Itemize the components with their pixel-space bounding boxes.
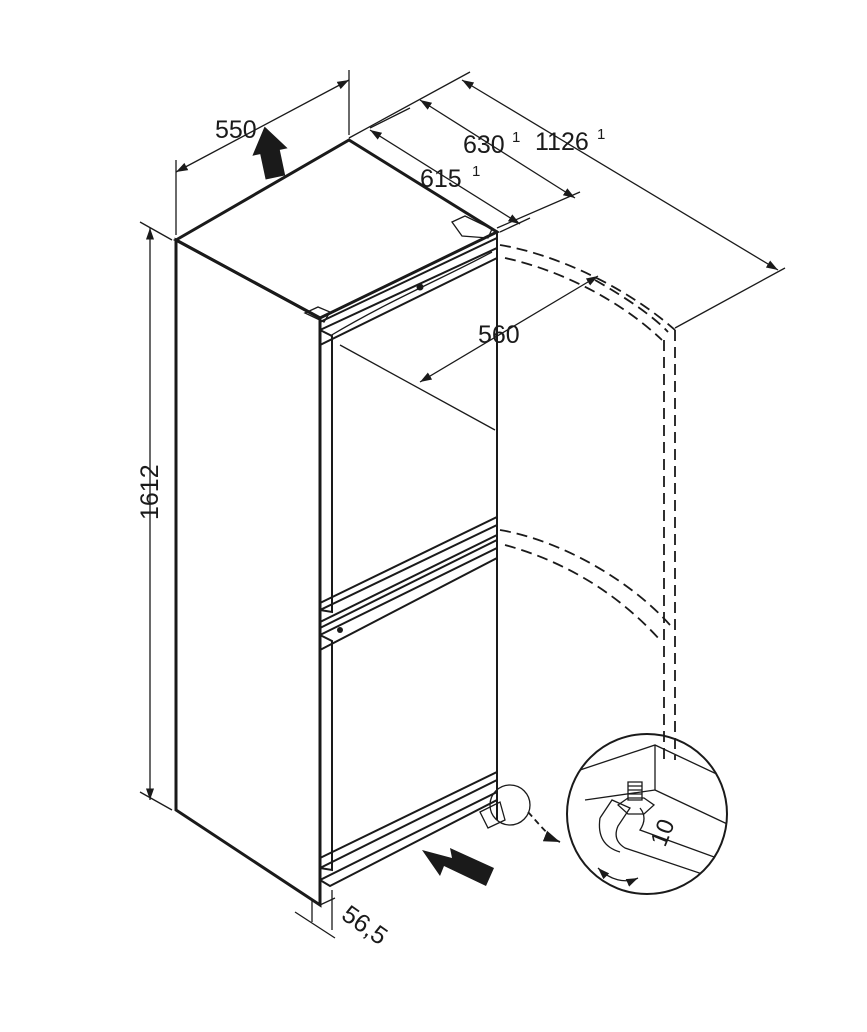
airflow-arrow-icon: [422, 848, 494, 886]
lower-door-panel: [319, 546, 498, 870]
upper-door: [319, 236, 498, 624]
ext-1126-bottom: [674, 267, 786, 329]
label-56-5: 56,5: [337, 900, 393, 951]
label-630-note: 1: [512, 129, 520, 146]
plinth: [319, 792, 498, 888]
ext-depth-top: [348, 71, 471, 139]
label-1612: 1612: [136, 464, 164, 520]
label-630: 630: [463, 131, 505, 159]
lower-door-side: [319, 634, 333, 872]
upper-door-top-trim: [319, 236, 498, 347]
lower-door-swing-inner: [504, 544, 661, 641]
detail-callout-circle: [489, 784, 531, 826]
upper-door-handle-line: [329, 251, 493, 337]
door-opening-reference-line: [339, 344, 496, 431]
dimension-labels: 550 630 1 1126 1 615 1 560 1612 56,5: [136, 116, 605, 951]
upper-door-bottom-trim: [319, 515, 498, 624]
dimension-lines: [139, 70, 786, 939]
dim-560-line: [419, 275, 599, 383]
upper-door-indicator: [416, 283, 424, 291]
inset-floor-edge: [654, 789, 727, 831]
label-615: 615: [420, 165, 462, 193]
label-1126: 1126: [535, 128, 589, 156]
foot-thread: [628, 785, 642, 795]
rotate-arrow-icon: [597, 867, 639, 887]
lower-door-indicator: [337, 627, 343, 633]
inset-fridge-bottom: [579, 744, 727, 786]
wrench-jaw: [598, 817, 621, 853]
fridge-body: [172, 138, 501, 908]
dim-1126-line: [461, 79, 779, 271]
fridge-side-face: [174, 237, 322, 908]
label-wrench-size: 10: [646, 815, 681, 850]
lower-door-top-trim: [319, 538, 498, 652]
ext-1612-bottom: [139, 791, 173, 811]
ext-615-top: [369, 107, 411, 129]
foot-stud: [627, 781, 643, 801]
label-615-note: 1: [472, 163, 480, 180]
adjustable-foot-inset: 10: [566, 733, 728, 895]
dim-56-5-line: [294, 911, 336, 939]
inset-floor-left: [584, 789, 656, 801]
fridge-front-edge: [319, 230, 498, 820]
dim-615-line: [369, 129, 521, 225]
dim-550-line: [175, 79, 350, 173]
upper-door-side: [319, 329, 333, 614]
label-560: 560: [478, 321, 520, 349]
plinth-foot: [311, 897, 336, 906]
top-left-hinge: [303, 306, 331, 323]
up-arrow-icon: [252, 126, 288, 180]
foot-nut: [616, 797, 656, 815]
rear-foot: [479, 801, 506, 829]
lower-door-swing-top: [499, 529, 671, 626]
label-1126-note: 1: [597, 126, 605, 143]
lower-door: [311, 538, 506, 906]
upper-door-swing-arc: [594, 279, 669, 333]
ext-630-bottom: [496, 191, 581, 229]
detail-callout-leader: [527, 811, 561, 843]
upper-door-swing-inner: [504, 257, 663, 341]
door-swing-outline: [499, 244, 676, 760]
label-550: 550: [215, 116, 257, 144]
ext-1612-top: [139, 221, 173, 241]
inset-frame: [566, 733, 728, 895]
wrench: [599, 799, 727, 881]
top-hinge: [451, 215, 493, 239]
